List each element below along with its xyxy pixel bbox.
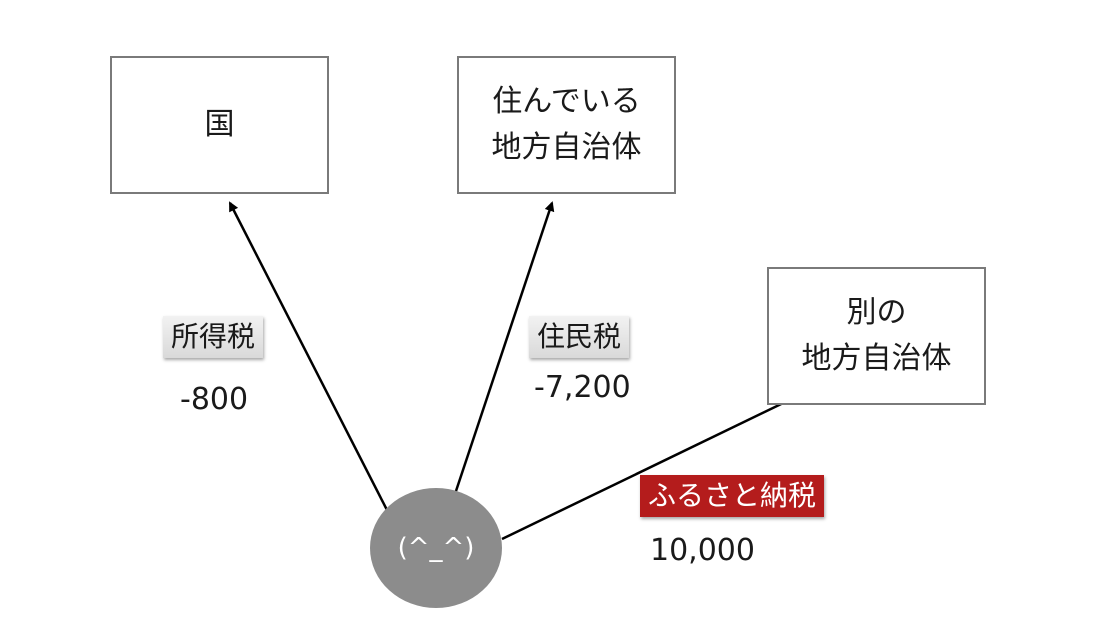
- resident-tax-tag: 住民税: [529, 316, 630, 358]
- person-face-text: (^_^): [397, 533, 475, 563]
- income-tax-tag: 所得税: [163, 316, 264, 358]
- arrow-to-residence-local: [453, 201, 555, 495]
- furusato-tax-amount: 10,000: [650, 533, 755, 568]
- furusato-tax-tag: ふるさと納税: [640, 475, 825, 517]
- country-label: 国: [204, 107, 235, 142]
- resident-tax-amount: -7,200: [534, 370, 631, 405]
- arrow-to-other-local: [501, 390, 808, 541]
- income-tax-amount: -800: [180, 382, 249, 417]
- residence-local-box: 住んでいる 地方自治体: [457, 56, 676, 194]
- arrow-to-country: [228, 201, 390, 513]
- other-local-line1: 別の: [846, 295, 907, 330]
- residence-local-line2: 地方自治体: [491, 130, 642, 165]
- person-circle: (^_^): [370, 488, 502, 608]
- other-local-line2: 地方自治体: [801, 341, 952, 376]
- country-box: 国: [110, 56, 329, 194]
- other-local-box: 別の 地方自治体: [767, 267, 986, 405]
- residence-local-line1: 住んでいる: [492, 84, 641, 119]
